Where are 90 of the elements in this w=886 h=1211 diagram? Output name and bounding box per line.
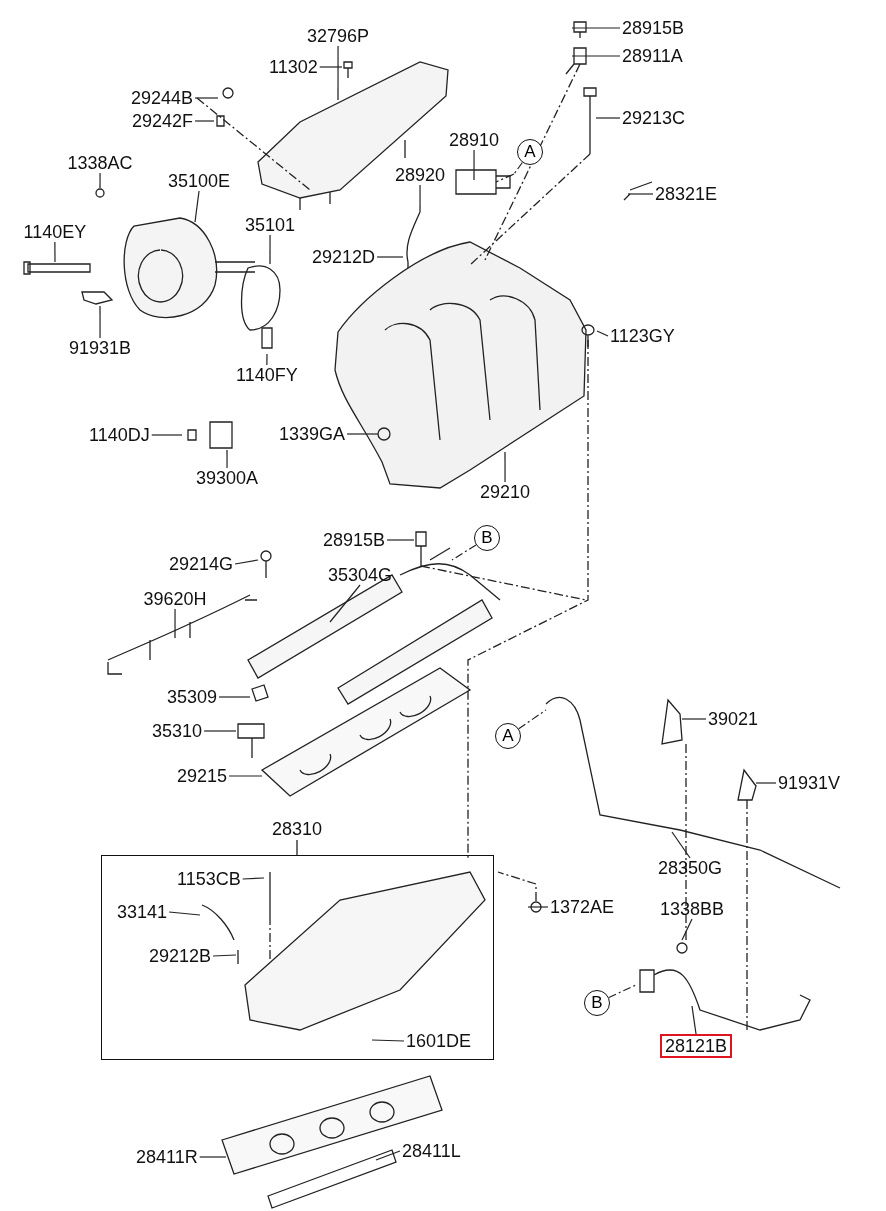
leader-line xyxy=(595,117,621,119)
leader-line xyxy=(203,730,237,732)
leader-line xyxy=(671,831,691,859)
part-number: 1338AC xyxy=(67,153,133,173)
leader-line xyxy=(376,256,404,258)
leader-line xyxy=(226,449,228,469)
part-number: 33141 xyxy=(117,902,168,922)
part-number: 28915B xyxy=(622,18,685,38)
leader-line xyxy=(194,120,215,122)
leader-line xyxy=(681,918,693,941)
part-number: 32796P xyxy=(307,26,370,46)
leader-line xyxy=(375,1150,401,1161)
leader-line xyxy=(386,539,415,541)
part-number: 28121B xyxy=(660,1034,733,1058)
part-number: 28910 xyxy=(449,130,500,150)
part-number: 35309 xyxy=(167,687,218,707)
leader-line xyxy=(266,353,268,366)
part-number: 29212B xyxy=(149,946,212,966)
part-number: 28321E xyxy=(655,184,718,204)
leader-line xyxy=(199,1156,227,1158)
leader-line xyxy=(174,608,176,639)
leader-line xyxy=(228,775,263,777)
leader-line xyxy=(419,184,421,213)
part-number: 35100E xyxy=(168,171,231,191)
leader-line xyxy=(691,1005,697,1035)
part-number: 29213C xyxy=(622,108,686,128)
leader-line xyxy=(329,584,361,623)
leader-line xyxy=(234,559,259,565)
part-number: 11302 xyxy=(269,57,318,77)
leader-line xyxy=(151,434,183,436)
leader-line xyxy=(194,190,200,223)
part-number: 91931V xyxy=(778,773,841,793)
part-number: 28920 xyxy=(395,165,446,185)
part-number: 39620H xyxy=(143,589,207,609)
leader-line xyxy=(451,544,477,561)
part-number: 1153CB xyxy=(177,869,241,889)
leader-line xyxy=(371,1039,405,1042)
part-number: 28911A xyxy=(622,46,683,66)
callout-letter: B xyxy=(474,525,500,551)
part-number: 1372AE xyxy=(550,897,615,917)
part-number: 35310 xyxy=(152,721,203,741)
leader-line xyxy=(319,66,343,68)
leader-line xyxy=(269,234,271,265)
leader-line xyxy=(596,330,609,337)
part-number: 1601DE xyxy=(406,1031,472,1051)
part-number: 29242F xyxy=(132,111,194,131)
part-number: 35101 xyxy=(245,215,296,235)
part-number: 35304G xyxy=(328,565,393,585)
part-number: 29214G xyxy=(169,554,234,574)
part-number: 29215 xyxy=(177,766,228,786)
leader-line xyxy=(212,954,237,957)
leader-line xyxy=(242,877,265,880)
leader-line xyxy=(571,27,621,29)
part-number: 29210 xyxy=(480,482,531,502)
leader-line xyxy=(518,709,547,730)
leader-line xyxy=(681,718,707,720)
leader-line xyxy=(218,696,251,698)
leader-line xyxy=(627,193,654,195)
leader-line xyxy=(513,161,523,175)
part-number: 28310 xyxy=(272,819,323,839)
part-number: 39300A xyxy=(196,468,259,488)
leader-line xyxy=(504,451,506,483)
part-number: 28915B xyxy=(323,530,386,550)
part-number: 29244B xyxy=(131,88,194,108)
part-number: 1140EY xyxy=(23,222,87,242)
part-number: 1123GY xyxy=(610,326,675,346)
leader-line xyxy=(99,172,101,189)
part-number: 28350G xyxy=(658,858,723,878)
part-number: 1140FY xyxy=(236,365,298,385)
part-number: 29212D xyxy=(312,247,376,267)
part-number: 28411R xyxy=(136,1147,198,1167)
leader-line xyxy=(755,782,777,784)
callout-letter: A xyxy=(517,139,543,165)
part-number: 39021 xyxy=(708,709,759,729)
leader-line xyxy=(194,97,219,99)
part-number: 1338BB xyxy=(660,899,725,919)
leader-line xyxy=(99,305,101,339)
part-number: 28411L xyxy=(402,1141,461,1161)
leader-line xyxy=(571,55,621,57)
part-number: 1140DJ xyxy=(89,425,150,445)
leader-line xyxy=(473,149,475,181)
callout-letter: B xyxy=(584,990,610,1016)
part-number: 91931B xyxy=(69,338,132,358)
leader-line xyxy=(168,911,201,916)
leader-line xyxy=(346,433,379,435)
callout-letter: A xyxy=(495,723,521,749)
leader-line xyxy=(527,906,549,908)
leader-line xyxy=(337,45,339,101)
leader-line xyxy=(54,241,56,263)
part-number: 1339GA xyxy=(279,424,346,444)
